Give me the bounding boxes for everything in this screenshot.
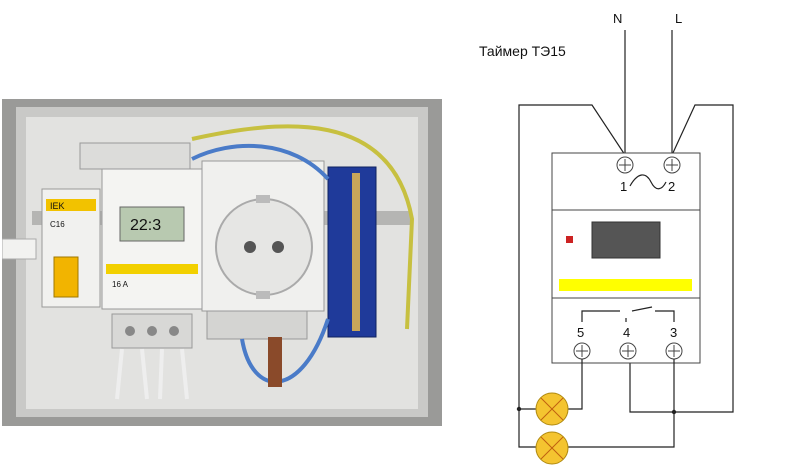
timer-display-value: 22:3 (130, 217, 161, 234)
earth-wire (191, 124, 415, 330)
terminal-5-label: 5 (577, 325, 584, 340)
diagram-title: Таймер ТЭ15 (479, 43, 566, 59)
din-socket (201, 160, 325, 340)
junction-dot (671, 409, 677, 415)
relay-contact (581, 306, 675, 322)
timer-display (119, 206, 185, 242)
terminal-2-label: 2 (668, 179, 675, 194)
neutral-busbar (327, 166, 377, 338)
terminal-3 (665, 342, 683, 360)
circuit-breaker: IEK C16 (41, 188, 101, 308)
junction-dot (516, 406, 522, 412)
wiring-diagram: N L Таймер ТЭ15 1 2 (479, 11, 734, 465)
device-indicator (566, 236, 573, 243)
supply-wires (518, 30, 734, 413)
breaker-toggle (53, 256, 79, 298)
timer-rating-label: 16 A (112, 280, 129, 289)
terminal-4 (619, 342, 637, 360)
load-wires (518, 359, 675, 448)
terminal-5 (573, 342, 591, 360)
breaker-brand-label: IEK (50, 201, 65, 211)
terminal-4-label: 4 (623, 325, 630, 340)
neutral-label: N (613, 11, 622, 26)
line-label: L (675, 11, 682, 26)
terminal-1 (616, 156, 634, 174)
terminal-1-label: 1 (620, 179, 627, 194)
device-status-bar (559, 279, 692, 291)
device-display (591, 221, 661, 259)
electrical-box-photo: IEK C16 22:3 16 A (2, 99, 442, 426)
terminal-3-label: 3 (670, 325, 677, 340)
terminal-2 (663, 156, 681, 174)
lamp-2 (535, 431, 569, 465)
timer-module: 22:3 16 A (101, 168, 203, 349)
lamp-1 (535, 392, 569, 426)
ac-symbol (629, 174, 667, 190)
timer-device (551, 152, 701, 364)
breaker-rating-label: C16 (50, 220, 65, 229)
